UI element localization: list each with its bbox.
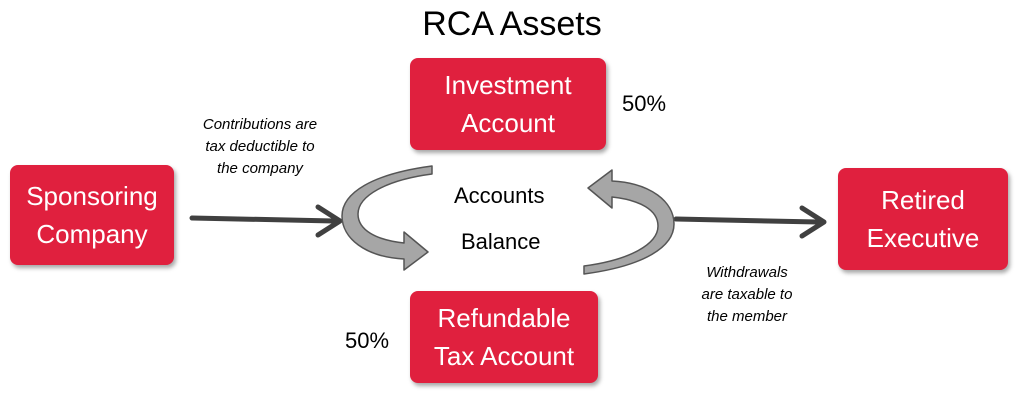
sponsoring-company-box: Sponsoring Company xyxy=(10,165,174,265)
investment-percentage: 50% xyxy=(622,91,667,116)
withdrawals-note-line2: are taxable to xyxy=(701,286,793,303)
withdrawals-note-line3: the member xyxy=(706,308,788,325)
withdrawals-note-line1: Withdrawals xyxy=(706,264,788,281)
contributions-note-line1: Contributions are xyxy=(202,116,318,133)
diagram-title: RCA Assets xyxy=(422,5,602,43)
left-cycle-arrow-icon xyxy=(341,165,433,271)
investment-account-label-line2: Account xyxy=(461,108,555,138)
contribution-arrow-icon xyxy=(189,204,343,238)
sponsoring-company-label-line1: Sponsoring xyxy=(26,181,158,211)
right-cycle-arrow-icon xyxy=(583,169,675,275)
refundable-tax-account-label-line1: Refundable xyxy=(437,303,571,333)
contributions-note-line2: tax deductible to xyxy=(205,138,315,155)
retired-executive-label-line2: Executive xyxy=(866,223,980,253)
contributions-note-line3: the company xyxy=(217,160,303,177)
investment-account-box: Investment Account xyxy=(410,58,606,150)
retired-executive-box: Retired Executive xyxy=(838,168,1008,270)
refundable-tax-account-box: Refundable Tax Account xyxy=(410,291,598,383)
investment-account-label-line1: Investment xyxy=(444,70,572,100)
sponsoring-company-label-line2: Company xyxy=(36,219,148,249)
accounts-balance-text-line1: Accounts xyxy=(454,183,545,208)
refundable-tax-account-label-line2: Tax Account xyxy=(433,341,575,371)
withdrawal-arrow-icon xyxy=(673,205,827,239)
retired-executive-label-line1: Retired xyxy=(881,185,965,215)
withdrawals-note: Withdrawals are taxable to the member xyxy=(672,262,822,328)
refundable-percentage: 50% xyxy=(345,328,390,353)
accounts-balance-text-line2: Balance xyxy=(461,229,541,254)
contributions-note: Contributions are tax deductible to the … xyxy=(180,114,340,180)
